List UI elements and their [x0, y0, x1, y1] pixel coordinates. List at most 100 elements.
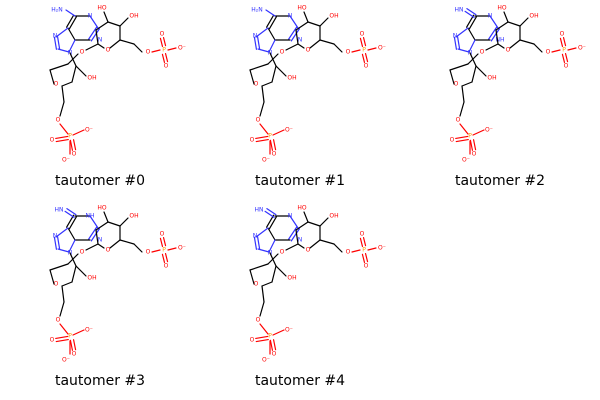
double-bond: [466, 8, 477, 16]
bond: [459, 123, 469, 135]
double-bond: [564, 53, 569, 63]
phosphate-oxygen: O: [472, 151, 477, 158]
bond: [259, 323, 269, 335]
ring-oxygen: O: [254, 81, 259, 88]
bond: [495, 21, 509, 31]
bond: [249, 263, 269, 271]
phosphorus-atom: P: [362, 247, 366, 254]
bond: [249, 63, 269, 71]
ring-nitrogen-top: N: [88, 13, 93, 20]
phosphate-anion: O⁻: [85, 327, 93, 334]
bond: [319, 17, 329, 27]
imine-label: HN: [55, 207, 64, 214]
double-bond: [90, 28, 100, 42]
phosphate-anion: O⁻: [285, 327, 293, 334]
ring-nitrogen-right: NH: [496, 37, 505, 44]
double-bond: [362, 237, 367, 247]
phosphate-oxygen: O: [250, 337, 255, 344]
double-bond: [362, 37, 367, 47]
ring-bond: [267, 227, 276, 241]
double-bond: [269, 339, 274, 351]
bond: [71, 65, 77, 83]
bond: [119, 217, 129, 227]
bond: [249, 269, 255, 285]
hydroxyl: HO: [97, 5, 107, 12]
bond: [97, 243, 105, 249]
phosphate-ester-oxygen: O: [56, 117, 61, 124]
double-bond: [68, 216, 77, 230]
bond: [67, 253, 79, 265]
bond: [103, 11, 109, 23]
double-bond: [468, 16, 477, 30]
double-bond: [290, 28, 300, 42]
ring-oxygen: O: [54, 281, 59, 288]
hydroxyl: OH: [329, 213, 338, 220]
bond: [509, 39, 521, 49]
ring-nitrogen-top: N: [288, 213, 293, 220]
ring-nitrogen-top: N: [288, 13, 293, 20]
bond: [249, 69, 255, 85]
bond: [319, 217, 329, 227]
bond: [109, 239, 121, 249]
bond: [449, 63, 469, 71]
imidazole-nitrogen: N: [253, 233, 258, 240]
bond: [72, 329, 85, 336]
bond: [519, 39, 535, 45]
phosphate-oxygen: O: [360, 231, 365, 238]
phosphate-oxygen: O: [50, 337, 55, 344]
bond: [567, 47, 577, 51]
ring-bond: [255, 227, 269, 238]
phosphate-oxygen: O: [164, 63, 169, 70]
imine-label: HN: [255, 207, 264, 214]
bond: [351, 249, 361, 253]
phosphorus-atom: P: [268, 133, 272, 140]
hydroxyl: OH: [287, 275, 296, 282]
phosphate-oxygen: O: [72, 151, 77, 158]
double-bond: [464, 10, 475, 18]
double-bond: [55, 138, 69, 143]
double-bond: [364, 53, 369, 63]
amine-label: H₂N: [251, 7, 262, 14]
double-bond: [159, 37, 164, 47]
bond: [285, 243, 299, 251]
amine-label: H₂N: [51, 7, 62, 14]
phosphate-oxygen: O: [360, 31, 365, 38]
phosphate-ester-oxygen: O: [346, 49, 351, 56]
bond: [272, 329, 285, 336]
bond: [307, 221, 321, 227]
double-bond: [256, 36, 261, 50]
phosphate-oxygen: O: [364, 263, 369, 270]
hydroxyl: OH: [529, 13, 538, 20]
phosphate-anion: O⁻: [378, 45, 386, 52]
double-bond: [66, 14, 75, 28]
ring-bond: [268, 39, 276, 53]
phosphate-oxygen: O: [272, 351, 277, 358]
bond: [259, 301, 265, 317]
double-bond: [72, 339, 77, 351]
bond: [109, 39, 121, 49]
bond: [519, 17, 529, 27]
phosphate-ester-oxygen: O: [56, 317, 61, 324]
bond: [495, 29, 499, 45]
double-bond: [361, 53, 366, 63]
double-bond: [72, 139, 77, 151]
double-bond: [364, 253, 369, 263]
double-bond: [361, 253, 366, 263]
bond: [461, 85, 465, 103]
phosphate-anion: O⁻: [178, 245, 186, 252]
bond: [271, 65, 277, 83]
ether-oxygen: O: [280, 249, 285, 256]
ring-nitrogen-right: N: [98, 237, 103, 244]
ring-oxygen: O: [106, 47, 111, 54]
bond: [95, 29, 99, 45]
bond: [103, 211, 109, 223]
double-bond: [90, 228, 100, 242]
phosphate-anion: O⁻: [262, 157, 270, 164]
ether-oxygen: O: [80, 249, 85, 256]
